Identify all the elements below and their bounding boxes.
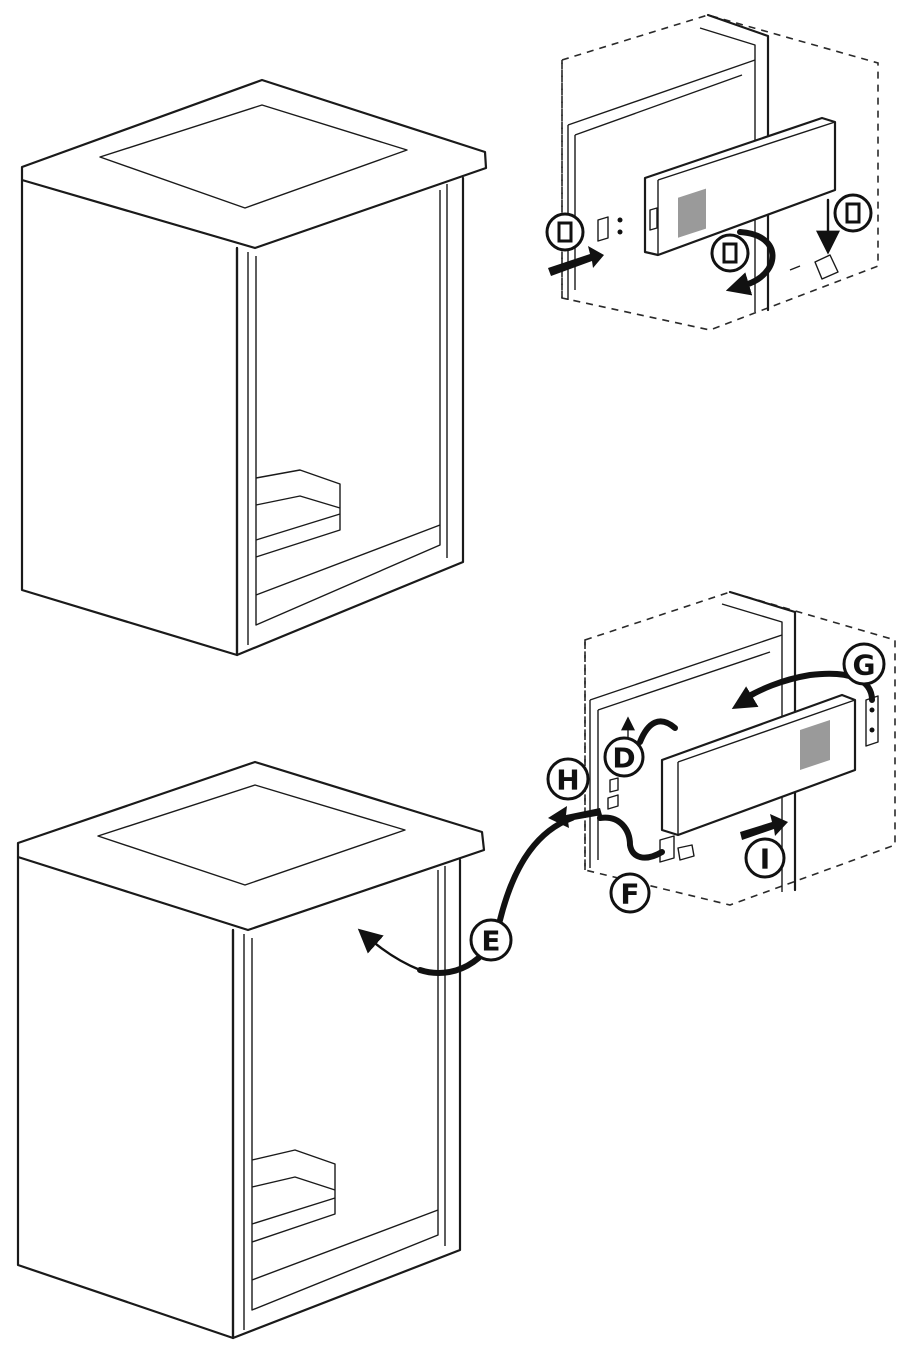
box-glyph-icon — [722, 242, 738, 264]
callout-box-3 — [833, 193, 873, 233]
callout-d: D — [603, 736, 645, 778]
detail-panel-top — [561, 13, 879, 331]
arrow-h — [548, 806, 602, 828]
box-glyph-icon — [845, 202, 861, 224]
callout-g: G — [842, 642, 886, 686]
box-glyph-icon — [557, 221, 573, 243]
callout-label-f: F — [620, 878, 639, 911]
arrow-rotate-top — [725, 229, 776, 296]
cabinet-bottom — [16, 760, 486, 1340]
callout-i: I — [744, 837, 786, 879]
detail-panel-bottom — [584, 590, 896, 906]
callout-e: E — [469, 918, 513, 962]
callout-h: H — [546, 757, 590, 801]
callout-label-d: D — [612, 742, 635, 775]
cable-f — [597, 814, 665, 861]
callout-label-e: E — [481, 925, 500, 958]
arrow-insert-top-left — [548, 246, 604, 276]
arrow-i — [740, 814, 788, 840]
callout-label-g: G — [853, 649, 876, 682]
cable-g — [731, 670, 875, 709]
callout-label-i: I — [760, 843, 770, 876]
callout-label-h: H — [556, 764, 579, 797]
callout-box-2 — [710, 233, 750, 273]
cable-e — [357, 815, 575, 976]
cabinet-top — [20, 78, 488, 657]
callout-f: F — [609, 872, 651, 914]
callout-box-1 — [545, 212, 585, 252]
